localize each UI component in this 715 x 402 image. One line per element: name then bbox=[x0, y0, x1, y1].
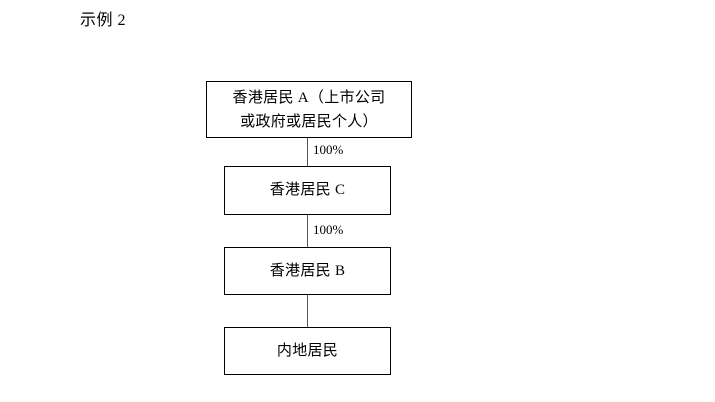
connector-b-to-mainland bbox=[307, 295, 308, 328]
page-title: 示例 2 bbox=[80, 12, 127, 29]
node-hong-kong-resident-a: 香港居民 A（上市公司 或政府或居民个人） bbox=[206, 81, 412, 138]
node-label: 香港居民 C bbox=[269, 182, 346, 198]
node-label: 香港居民 A（上市公司 或政府或居民个人） bbox=[232, 89, 386, 130]
edge-label-c-to-b: 100% bbox=[313, 222, 344, 237]
connector-a-to-c bbox=[307, 138, 308, 167]
edge-label-a-to-c: 100% bbox=[313, 142, 344, 157]
node-label: 内地居民 bbox=[276, 342, 339, 359]
connector-c-to-b bbox=[307, 215, 308, 248]
node-mainland-resident: 内地居民 bbox=[224, 327, 391, 375]
node-hong-kong-resident-c: 香港居民 C bbox=[224, 166, 391, 215]
node-label: 香港居民 B bbox=[269, 262, 346, 279]
node-hong-kong-resident-b: 香港居民 B bbox=[224, 247, 391, 295]
